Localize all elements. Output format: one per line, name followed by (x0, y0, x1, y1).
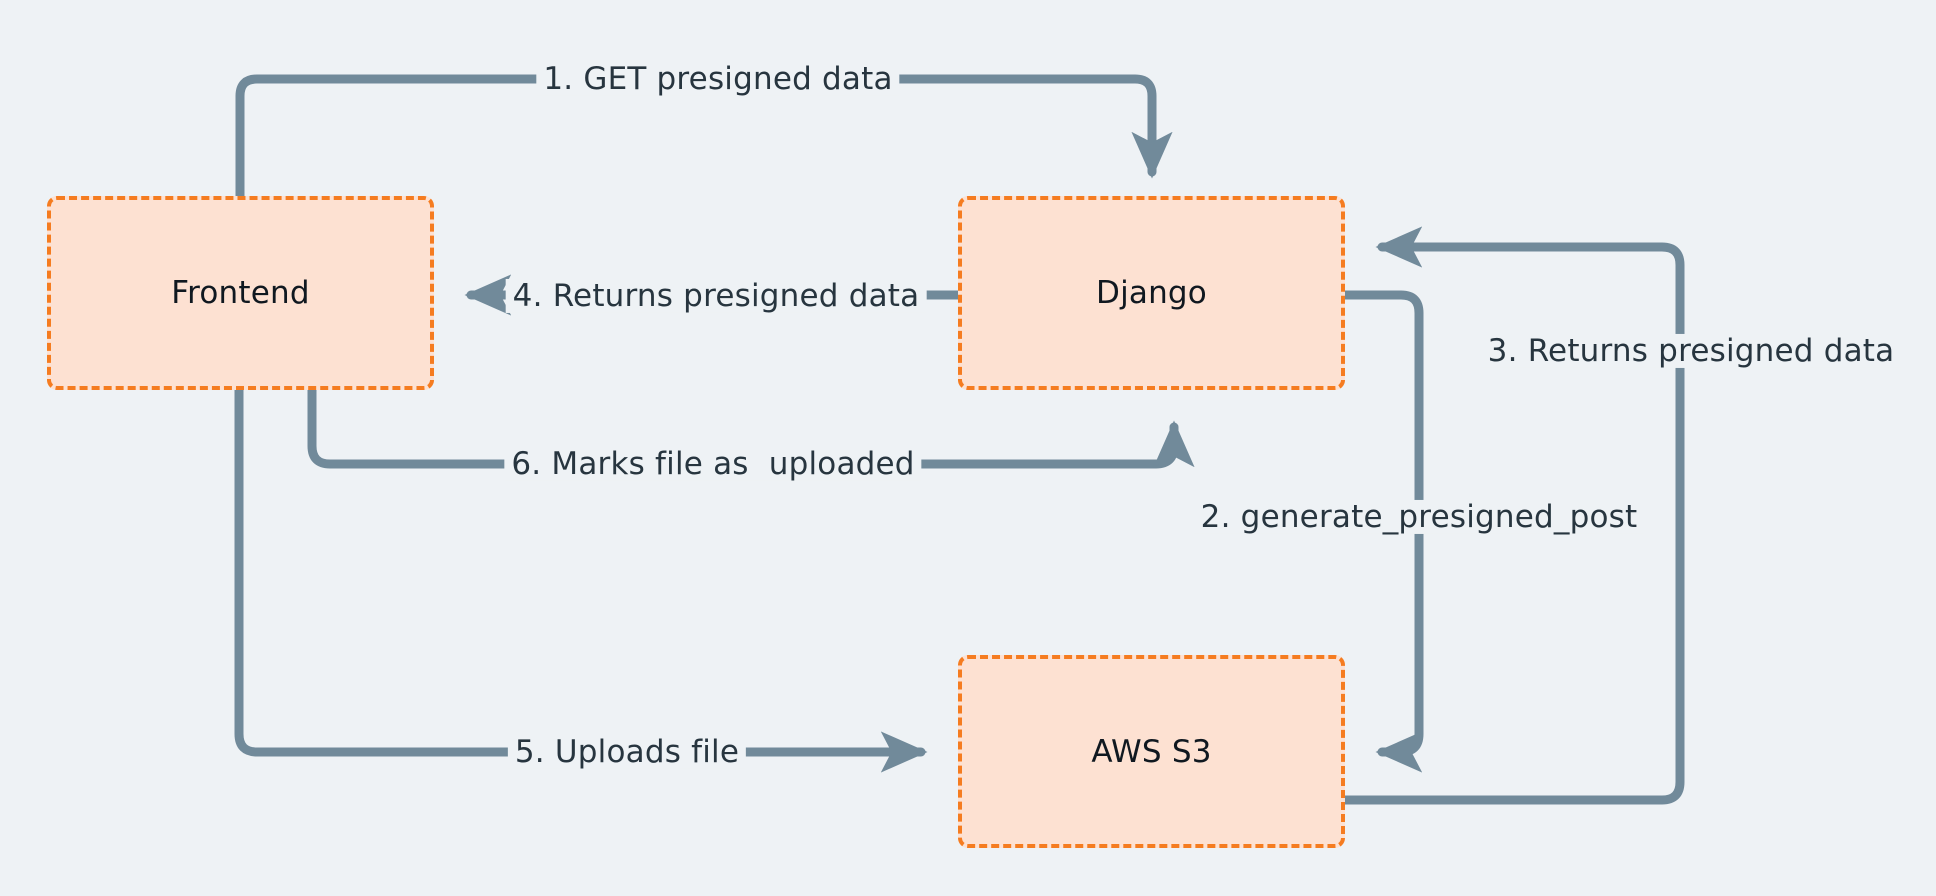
edge-label-2: 2. generate_presigned_post (1193, 500, 1645, 534)
edge-label-5: 5. Uploads file (507, 735, 747, 769)
node-django[interactable]: Django (958, 196, 1345, 390)
node-aws-s3-label: AWS S3 (1091, 733, 1212, 770)
node-django-label: Django (1096, 275, 1207, 311)
edge-path-5 (234, 385, 928, 773)
edge-label-4: 4. Returns presigned data (505, 279, 927, 313)
node-frontend[interactable]: Frontend (47, 196, 434, 390)
node-aws-s3[interactable]: AWS S3 (958, 655, 1345, 848)
edge-label-6: 6. Marks file as uploaded (504, 447, 922, 481)
edge-label-1: 1. GET presigned data (536, 62, 900, 96)
node-frontend-label: Frontend (171, 275, 310, 311)
edge-label-3: 3. Returns presigned data (1480, 334, 1902, 368)
edge-path-3 (1340, 226, 1685, 805)
